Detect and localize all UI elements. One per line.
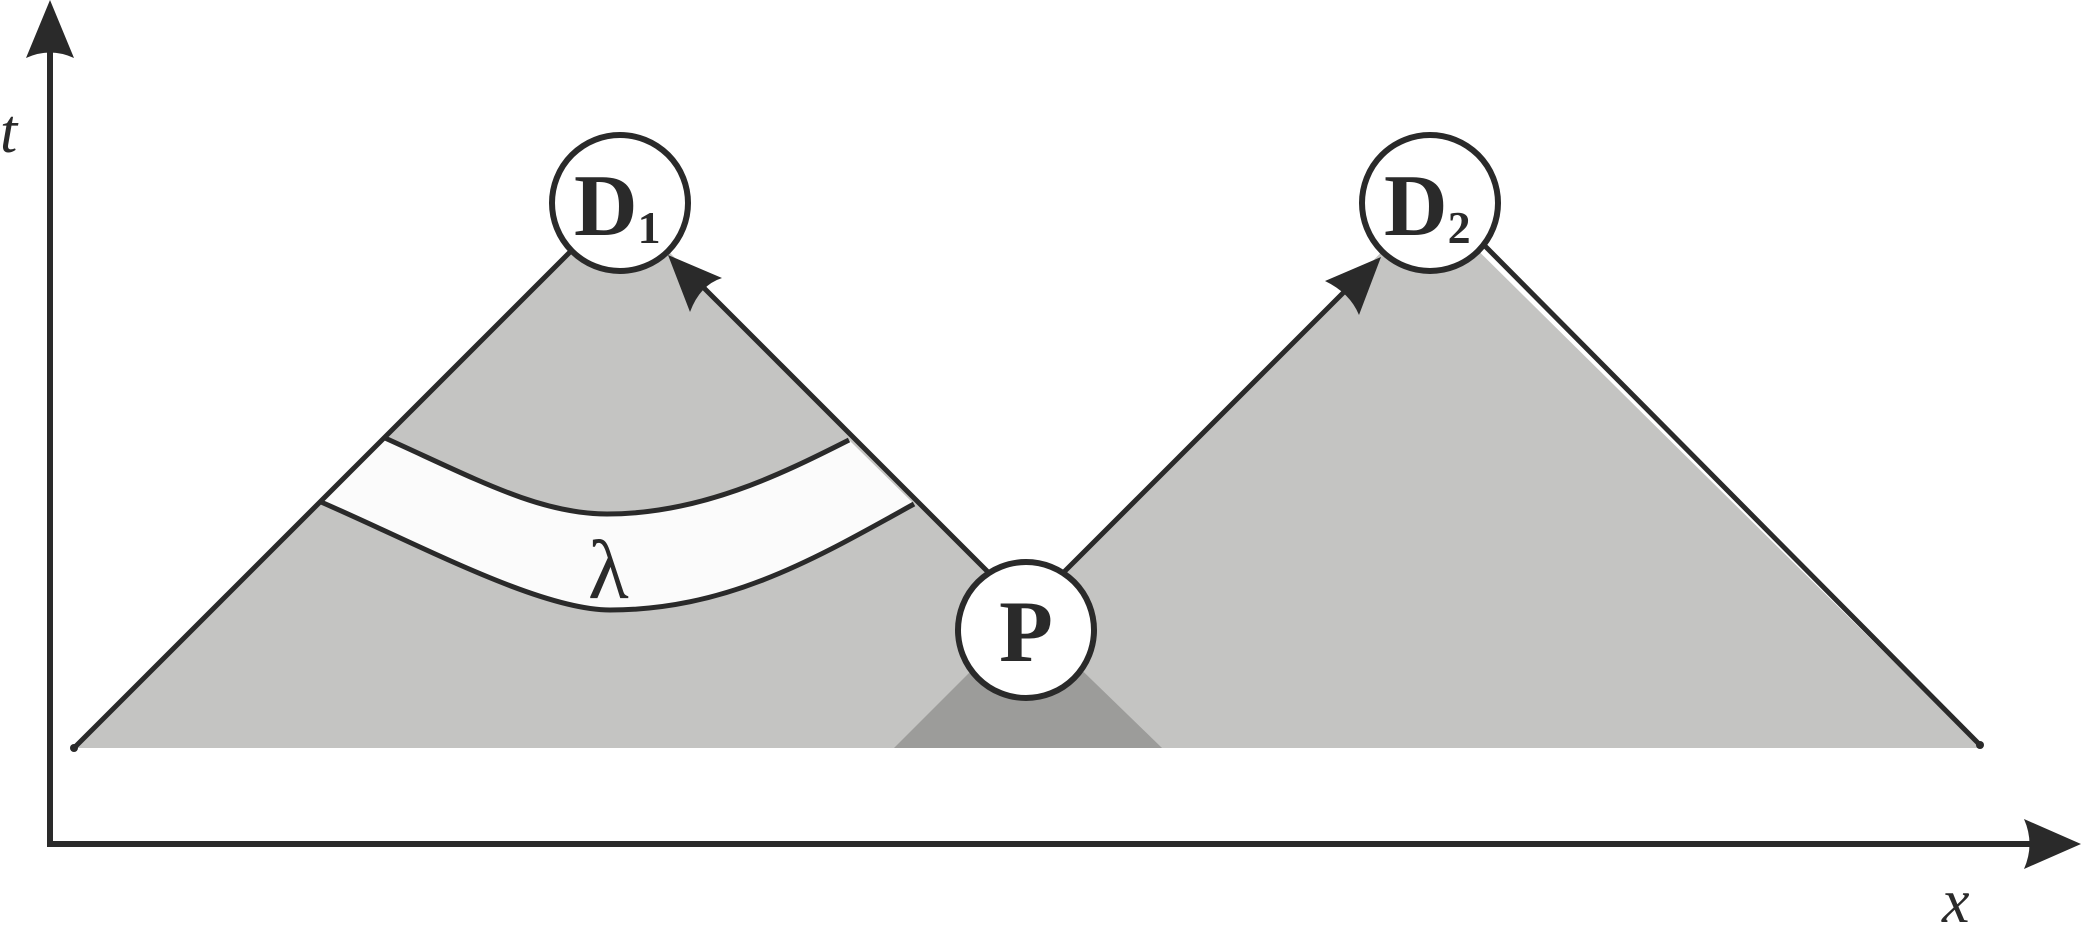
axes-lines bbox=[47, 45, 2030, 847]
node-d1: D1 bbox=[549, 132, 691, 274]
arrowhead-to-d1 bbox=[668, 255, 722, 312]
node-d1-subscript: 1 bbox=[638, 202, 661, 253]
node-d1-circle bbox=[549, 132, 691, 274]
node-d1-letter: D bbox=[574, 158, 638, 255]
node-p: P bbox=[955, 559, 1097, 701]
node-d2-subscript: 2 bbox=[1448, 202, 1471, 253]
d1-left-edge bbox=[72, 248, 574, 750]
x-axis-arrowhead bbox=[2024, 819, 2081, 869]
node-d2-label: D2 bbox=[1384, 158, 1471, 255]
t-axis-label: t bbox=[0, 98, 19, 166]
p-to-d1-edge bbox=[698, 282, 990, 574]
node-p-circle bbox=[955, 559, 1097, 701]
edge-end-dot-left bbox=[70, 744, 78, 752]
past-light-cone-d2 bbox=[891, 203, 1981, 748]
node-p-label: P bbox=[999, 584, 1053, 681]
past-light-cone-d1 bbox=[75, 203, 1165, 748]
arrowhead-to-d2 bbox=[1325, 257, 1381, 315]
node-d2: D2 bbox=[1359, 132, 1501, 274]
t-axis-arrowhead bbox=[26, 0, 74, 58]
edge-end-dot-right bbox=[1976, 741, 1984, 749]
node-d2-letter: D bbox=[1384, 158, 1448, 255]
lambda-label: λ bbox=[588, 524, 629, 617]
d2-right-edge bbox=[1482, 243, 1982, 747]
x-axis-label: x bbox=[1941, 868, 1970, 925]
lambda-lower-boundary bbox=[320, 499, 916, 613]
node-d2-circle bbox=[1359, 132, 1501, 274]
lambda-upper-boundary bbox=[383, 435, 851, 517]
p-to-d2-edge bbox=[1062, 284, 1352, 574]
node-d1-label: D1 bbox=[574, 158, 661, 255]
